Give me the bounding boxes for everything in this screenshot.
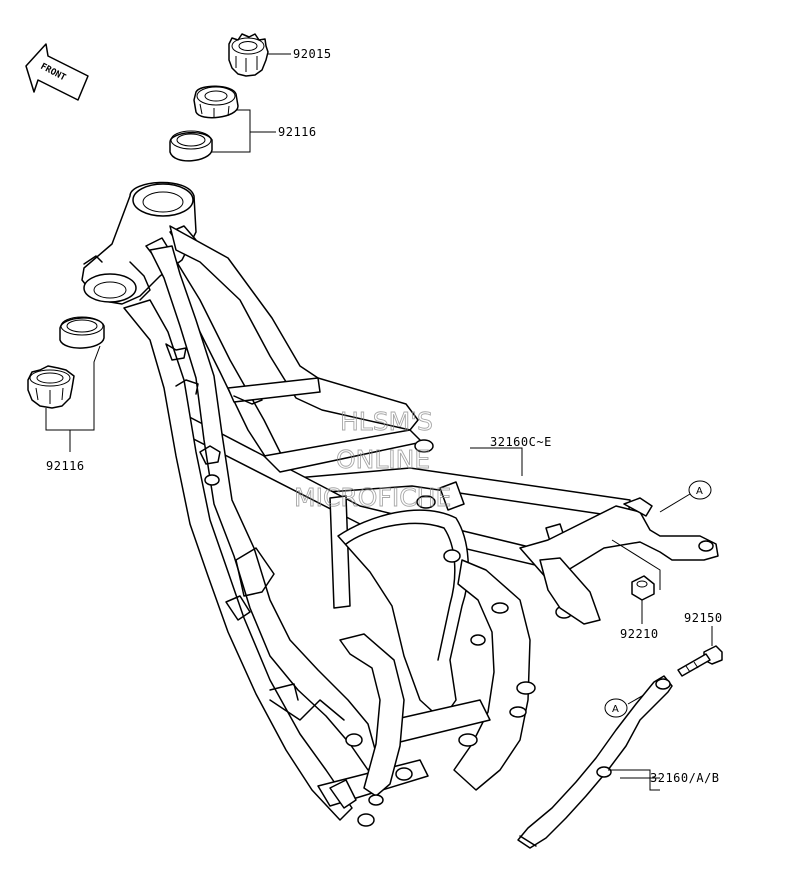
part-label-32160-a-b: 32160/A/B — [650, 771, 720, 785]
steering-stem-nut — [228, 33, 269, 77]
part-label-92015: 92015 — [293, 47, 332, 61]
part-label-92116-upper: 92116 — [278, 125, 317, 139]
leader-line — [608, 769, 660, 791]
watermark: HLSM'S ONLINE MICROFICHE — [294, 407, 452, 513]
lower-steering-bearing — [27, 316, 105, 409]
part-label-32160c-e: 32160C~E — [490, 435, 552, 449]
collar — [631, 575, 655, 601]
part-label-92150: 92150 — [684, 611, 723, 625]
leader-line — [45, 345, 101, 431]
leader-line — [470, 447, 523, 476]
main-frame — [81, 181, 631, 827]
reference-mark-a: A — [604, 698, 628, 718]
front-arrow-icon: FRONT — [25, 43, 89, 101]
part-label-92210: 92210 — [620, 627, 659, 641]
leader-line — [659, 493, 691, 513]
bolt — [677, 645, 723, 677]
subframe-stay — [517, 675, 673, 849]
front-arrow-label: FRONT — [39, 62, 68, 84]
svg-text:MICROFICHE: MICROFICHE — [294, 483, 451, 512]
leader-line — [212, 109, 251, 153]
upper-steering-bearing — [169, 85, 239, 162]
svg-text:A: A — [612, 704, 619, 715]
svg-text:A: A — [696, 486, 703, 497]
svg-text:HLSM'S: HLSM'S — [340, 407, 433, 436]
rear-subframe — [519, 497, 719, 625]
svg-text:ONLINE: ONLINE — [336, 445, 430, 474]
reference-mark-a: A — [688, 480, 712, 500]
leader-line — [611, 539, 661, 590]
part-label-92116-lower: 92116 — [46, 459, 85, 473]
